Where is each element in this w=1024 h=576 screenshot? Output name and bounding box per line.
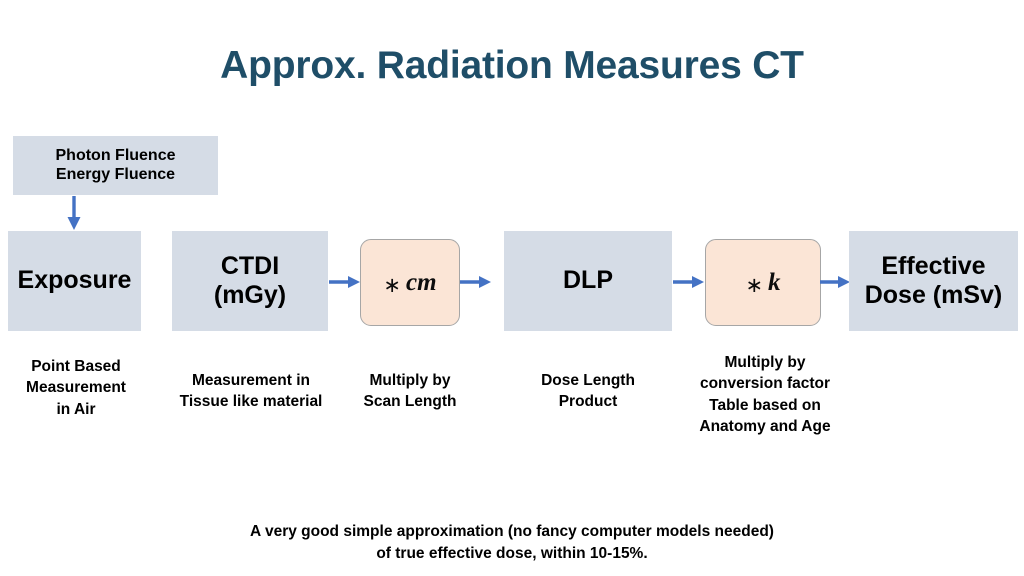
operator-label-k: k [768,268,781,296]
arrow-dlp-to-multiply-k [673,276,704,288]
caption-exposure: Point Based Measurement in Air [26,358,126,418]
arrow-multiply-k-to-effective-dose [820,276,850,288]
arrow-multiply-cm-to-dlp [460,276,491,288]
asterisk-icon: ∗ [745,273,764,297]
caption-multiply-scan-length: Multiply by Scan Length [363,372,457,411]
box-photon-energy-fluence: Photon Fluence Energy Fluence [13,136,218,195]
box-exposure: Exposure [8,231,141,331]
arrow-ctdi-to-multiply-cm [329,276,360,288]
box-dlp: DLP [504,231,672,331]
caption-multiply-conversion-factor: Multiply by conversion factor Table base… [699,354,831,436]
box-multiply-scan-length: ∗cm [360,239,460,326]
box-ctdi: CTDI (mGy) [172,231,328,331]
asterisk-icon: ∗ [383,273,402,297]
operator-label-cm: cm [406,268,437,296]
box-multiply-conversion-factor: ∗k [705,239,821,326]
caption-dlp: Dose Length Product [541,372,635,411]
page-title: Approx. Radiation Measures CT [220,44,804,87]
box-effective-dose: Effective Dose (mSv) [849,231,1018,331]
caption-ctdi: Measurement in Tissue like material [179,372,323,411]
footer-note: A very good simple approximation (no fan… [250,523,774,563]
arrow-down-fluence-to-exposure [67,196,81,230]
